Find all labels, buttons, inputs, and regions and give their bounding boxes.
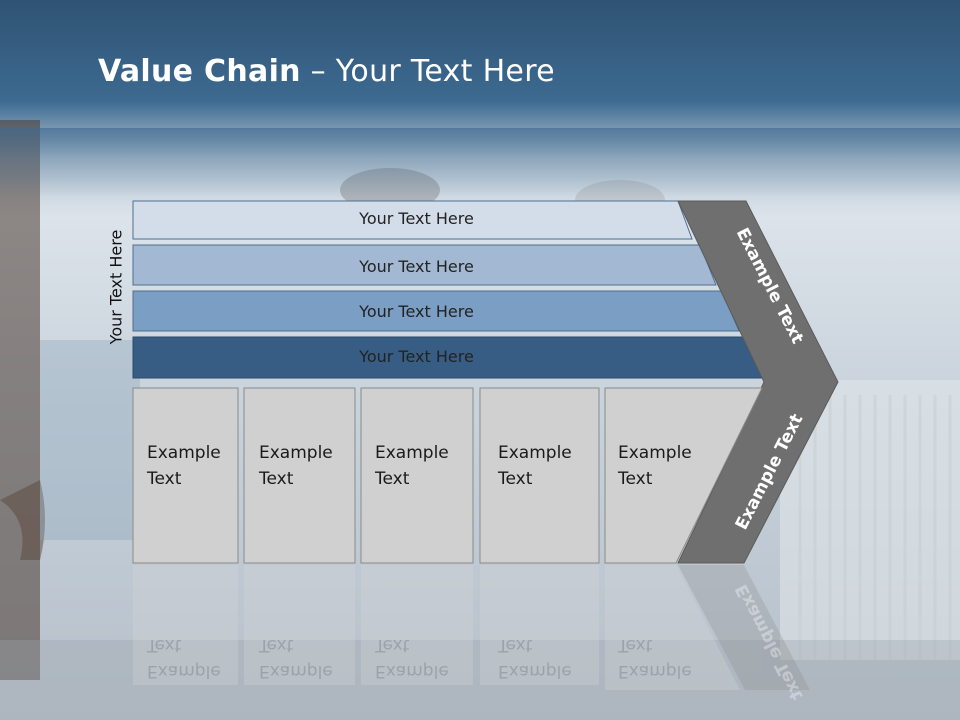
band-2 [132,244,717,286]
band-1 [132,200,693,240]
band-label-4: Your Text Here [359,347,474,366]
activity-box-1 [132,387,239,564]
title-rest: – Your Text Here [300,54,555,89]
title-bold: Value Chain [98,54,301,89]
activity-box-2 [243,387,356,564]
band-label-1: Your Text Here [359,209,474,228]
header-fade [0,128,960,198]
margin-chevron [677,200,839,564]
band-label-2: Your Text Here [359,257,474,276]
band-3 [132,290,740,332]
activity-box-3 [360,387,474,564]
page-title: Value Chain – Your Text Here [98,54,555,89]
activity-box-5 [604,387,763,564]
activity-box-4 [479,387,600,564]
band-label-3: Your Text Here [359,302,474,321]
